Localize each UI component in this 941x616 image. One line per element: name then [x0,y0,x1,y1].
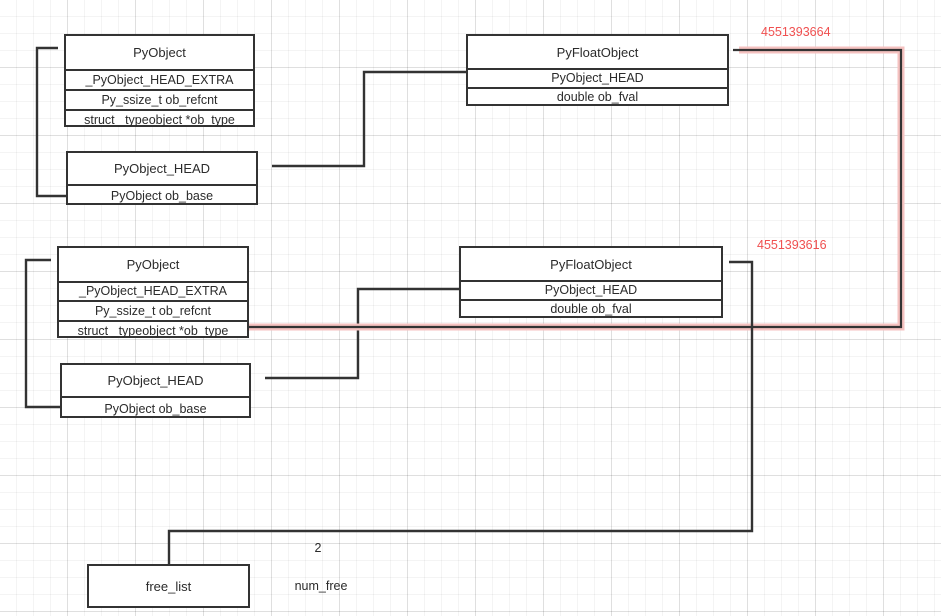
pyfloatobject-bottom-row-ob-fval: double ob_fval [461,299,721,318]
wire-float-head-to-head-bottom [265,287,459,380]
pyobject-bottom-row-ob-type: struct _typeobject *ob_type [59,320,247,340]
wire-head-to-pyobject-bottom [24,258,60,409]
pyobject-top-row-ob-refcnt: Py_ssize_t ob_refcnt [66,89,253,109]
pyobject-head-bottom-row-ob-base: PyObject ob_base [62,396,249,420]
class-box-pyobject-bottom[interactable]: PyObject _PyObject_HEAD_EXTRA Py_ssize_t… [57,246,249,338]
pyobject-top-title: PyObject [133,45,186,60]
pyobject-head-bottom-title: PyObject_HEAD [107,373,204,388]
pyfloatobject-top-row-pyobject-head: PyObject_HEAD [468,68,727,87]
address-label-bottom: 4551393616 [757,238,827,252]
wire-obtype-to-pyfloatobject-top [249,48,903,329]
class-box-pyfloatobject-bottom[interactable]: PyFloatObject PyObject_HEAD double ob_fv… [459,246,723,318]
pyobject-head-top-title: PyObject_HEAD [113,161,211,176]
wire-freelist-to-pyfloatobject-bottom [167,260,754,564]
class-box-pyobject-head-bottom[interactable]: PyObject_HEAD PyObject ob_base [60,363,251,418]
pyobject-bottom-row-head-extra: _PyObject_HEAD_EXTRA [59,281,247,300]
class-box-pyobject-top[interactable]: PyObject _PyObject_HEAD_EXTRA Py_ssize_t… [64,34,255,127]
pyobject-bottom-title: PyObject [126,257,180,272]
class-box-pyobject-head-top[interactable]: PyObject_HEAD PyObject ob_base [66,151,258,205]
pyobject-head-top-row-ob-base: PyObject ob_base [68,184,256,207]
box-free-list[interactable]: free_list [87,564,250,608]
pyobject-bottom-row-ob-refcnt: Py_ssize_t ob_refcnt [59,300,247,320]
num-free-value: 2 [314,541,322,555]
pyfloatobject-bottom-row-pyobject-head: PyObject_HEAD [461,280,721,299]
pyfloatobject-top-row-ob-fval: double ob_fval [468,87,727,106]
address-label-top: 4551393664 [761,25,831,39]
wire-head-to-pyobject-top [35,46,66,198]
pyfloatobject-bottom-title: PyFloatObject [550,256,632,272]
pyfloatobject-top-title: PyFloatObject [556,44,639,60]
class-box-pyfloatobject-top[interactable]: PyFloatObject PyObject_HEAD double ob_fv… [466,34,729,106]
pyobject-top-row-ob-type: struct _typeobject *ob_type [66,109,253,129]
wire-float-head-to-head-top [272,70,466,168]
pyobject-top-row-head-extra: _PyObject_HEAD_EXTRA [66,69,253,89]
num-free-label: num_free [294,579,348,593]
